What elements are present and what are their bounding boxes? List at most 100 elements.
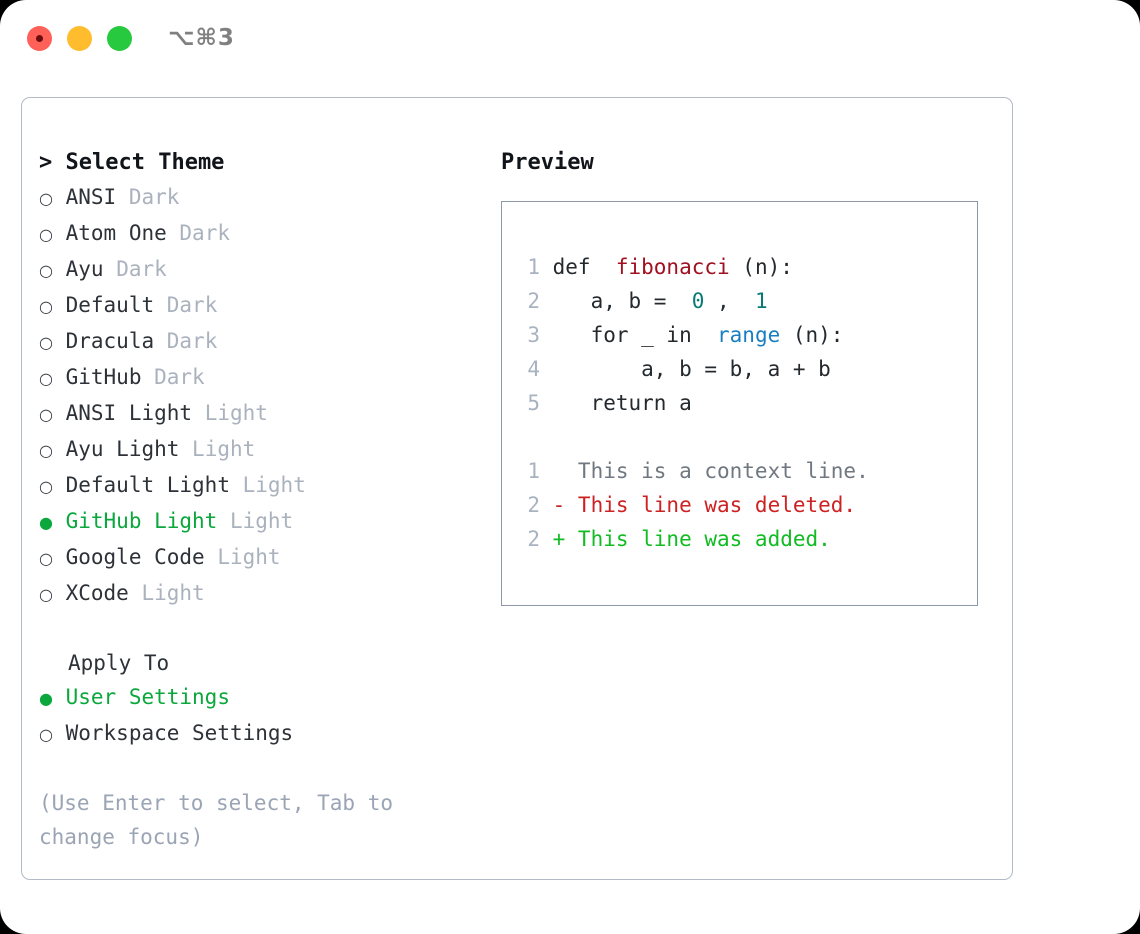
line-number: 2 [527, 527, 540, 551]
apply-to-option-user-settings[interactable]: ● User Settings [39, 680, 489, 716]
theme-option-kind: Dark [166, 293, 218, 317]
diff-sample: 1 This is a context line.2 - This line w… [521, 454, 977, 556]
maximize-button-icon[interactable] [107, 26, 132, 51]
code-token-num: 1 [742, 289, 768, 313]
theme-option-kind: Dark [179, 221, 230, 245]
theme-picker-column: > Select Theme ○ ANSI Dark○ Atom One Dar… [39, 146, 489, 854]
line-number: 4 [527, 357, 540, 381]
radio-unselected-icon: ○ [39, 189, 53, 208]
code-token-builtin: range [704, 323, 781, 347]
line-number: 3 [527, 323, 540, 347]
preview-heading: Preview [501, 150, 594, 175]
theme-option-xcode[interactable]: ○ XCode Light [39, 576, 489, 612]
code-line: 1 def fibonacci (n): [521, 250, 977, 284]
code-token-plain: , [704, 289, 743, 313]
radio-unselected-icon: ○ [39, 405, 53, 424]
preview-column: Preview 1 def fibonacci (n):2 a, b = 0 ,… [501, 146, 991, 606]
theme-option-kind: Light [141, 581, 205, 605]
theme-option-kind: Light [204, 401, 268, 425]
radio-unselected-icon: ○ [39, 369, 53, 388]
radio-unselected-icon: ○ [39, 225, 53, 244]
theme-option-label: ANSI [52, 185, 129, 209]
radio-unselected-icon: ○ [39, 549, 53, 568]
diff-line: 2 + This line was added. [521, 522, 977, 556]
radio-unselected-icon: ○ [39, 297, 53, 316]
theme-option-github-light[interactable]: ● GitHub Light Light [39, 504, 489, 540]
diff-line: 1 This is a context line. [521, 454, 977, 488]
theme-option-label: Google Code [52, 545, 218, 569]
theme-option-list: ○ ANSI Dark○ Atom One Dark○ Ayu Dark○ De… [39, 180, 489, 612]
theme-option-ayu-light[interactable]: ○ Ayu Light Light [39, 432, 489, 468]
theme-option-default[interactable]: ○ Default Dark [39, 288, 489, 324]
keyboard-shortcut-label: ⌥⌘3 [168, 25, 235, 51]
code-token-fn: fibonacci [603, 255, 730, 279]
theme-option-kind: Dark [128, 185, 180, 209]
code-token-del: - This line was deleted. [540, 493, 857, 517]
theme-option-ayu[interactable]: ○ Ayu Dark [39, 252, 489, 288]
theme-option-kind: Light [242, 473, 306, 497]
theme-option-default-light[interactable]: ○ Default Light Light [39, 468, 489, 504]
line-number: 5 [527, 391, 540, 415]
theme-option-kind: Light [229, 509, 294, 533]
code-line: 3 for _ in range (n): [521, 318, 977, 352]
line-number: 1 [527, 459, 540, 483]
apply-to-option-label: User Settings [52, 685, 230, 709]
theme-option-ansi[interactable]: ○ ANSI Dark [39, 180, 489, 216]
theme-option-atom-one[interactable]: ○ Atom One Dark [39, 216, 489, 252]
theme-option-google-code[interactable]: ○ Google Code Light [39, 540, 489, 576]
theme-option-label: Default [52, 293, 167, 317]
theme-option-kind: Dark [116, 257, 167, 281]
theme-option-dracula[interactable]: ○ Dracula Dark [39, 324, 489, 360]
line-number: 1 [527, 255, 540, 279]
apply-to-option-workspace-settings[interactable]: ○ Workspace Settings [39, 716, 489, 752]
radio-unselected-icon: ○ [39, 441, 53, 460]
line-number: 2 [527, 493, 540, 517]
title-bar: ⌥⌘3 [0, 0, 1140, 80]
code-token-plain: a, b = b, a + b [540, 357, 831, 381]
minimize-button-icon[interactable] [67, 26, 92, 51]
radio-unselected-icon: ○ [39, 725, 53, 744]
code-token-ctx: This is a context line. [540, 459, 869, 483]
theme-option-github[interactable]: ○ GitHub Dark [39, 360, 489, 396]
code-token-plain: for _ in [540, 323, 705, 347]
code-line: 5 return a [521, 386, 977, 420]
theme-option-label: Default Light [52, 473, 243, 497]
radio-selected-icon: ● [39, 689, 53, 708]
code-token-plain: def [540, 255, 604, 279]
code-token-plain: a, b = [540, 289, 680, 313]
theme-option-kind: Dark [154, 365, 205, 389]
code-token-plain: (n): [780, 323, 844, 347]
theme-option-label: Ayu Light [52, 437, 193, 461]
code-token-add: + This line was added. [540, 527, 831, 551]
keyboard-hint-text: (Use Enter to select, Tab to change focu… [39, 791, 406, 849]
theme-option-kind: Light [192, 437, 256, 461]
radio-unselected-icon: ○ [39, 333, 53, 352]
radio-unselected-icon: ○ [39, 477, 53, 496]
theme-option-label: GitHub Light [52, 509, 230, 533]
theme-option-label: GitHub [52, 365, 155, 389]
diff-line: 2 - This line was deleted. [521, 488, 977, 522]
code-line: 2 a, b = 0 , 1 [521, 284, 977, 318]
content-panel: > Select Theme ○ ANSI Dark○ Atom One Dar… [21, 97, 1013, 880]
theme-option-label: Dracula [52, 329, 167, 353]
radio-unselected-icon: ○ [39, 261, 53, 280]
code-diff-gap [521, 420, 977, 454]
apply-to-heading: Apply To [68, 651, 170, 675]
theme-option-label: Ayu [52, 257, 117, 281]
window-controls [27, 26, 132, 51]
code-token-plain: return a [540, 391, 692, 415]
theme-option-label: XCode [52, 581, 142, 605]
apply-to-option-list: ● User Settings○ Workspace Settings [39, 680, 489, 752]
close-button-icon[interactable] [27, 26, 52, 51]
radio-unselected-icon: ○ [39, 585, 53, 604]
section-spacer [39, 612, 489, 646]
theme-option-ansi-light[interactable]: ○ ANSI Light Light [39, 396, 489, 432]
line-number: 2 [527, 289, 540, 313]
radio-selected-icon: ● [39, 513, 53, 532]
theme-picker-heading: > Select Theme [39, 150, 225, 175]
theme-option-label: Atom One [52, 221, 180, 245]
code-line: 4 a, b = b, a + b [521, 352, 977, 386]
